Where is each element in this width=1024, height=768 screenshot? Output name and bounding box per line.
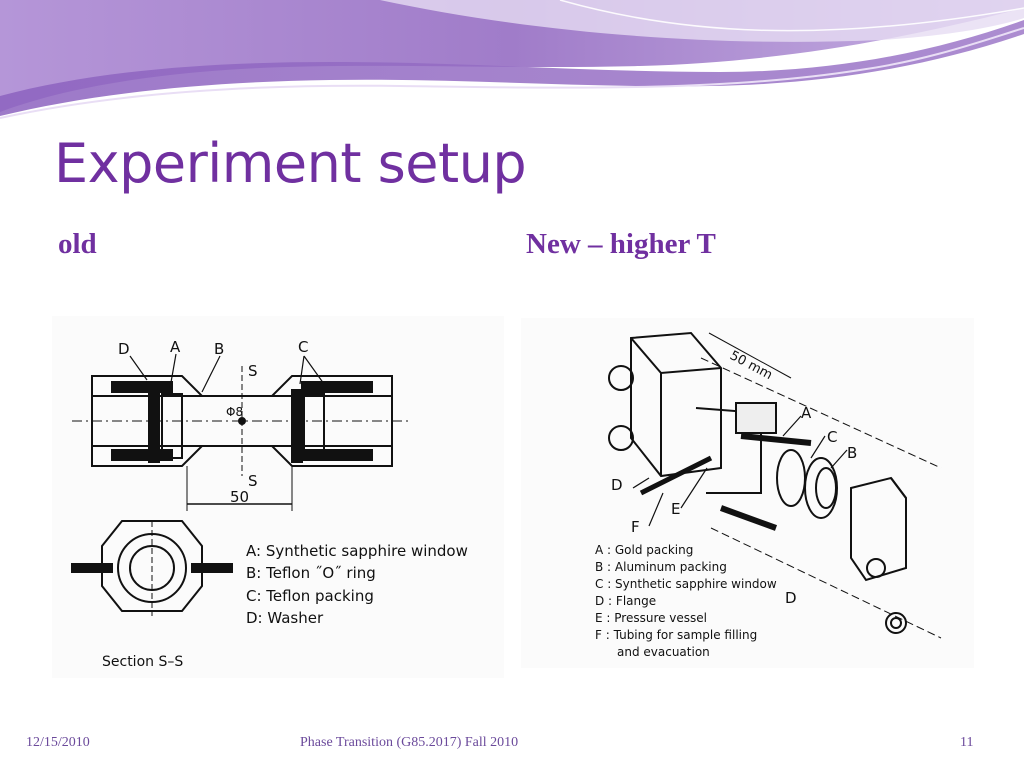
old-section-label: Section S–S bbox=[102, 654, 183, 670]
old-label-s-top: S bbox=[248, 362, 258, 380]
old-legend-line: A: Synthetic sapphire window bbox=[246, 542, 468, 560]
new-legend-line: F : Tubing for sample filling bbox=[595, 628, 757, 642]
old-label-d: D bbox=[118, 340, 130, 358]
new-label-a: A bbox=[801, 404, 812, 422]
new-setup-figure: 50 mm A C B D E F D A : Gold packing B :… bbox=[521, 318, 974, 668]
new-label-dim: 50 mm bbox=[727, 348, 775, 383]
header-wave-banner bbox=[0, 0, 1024, 119]
new-label-c: C bbox=[827, 428, 837, 446]
old-label-s-bottom: S bbox=[248, 472, 258, 490]
footer-page-number: 11 bbox=[960, 735, 974, 750]
old-setup-figure: D A B C S S Φ8 50 A: Synthetic sapphire … bbox=[52, 316, 504, 678]
old-label-b: B bbox=[214, 340, 224, 358]
new-legend-line: A : Gold packing bbox=[595, 543, 693, 557]
new-legend-line: E : Pressure vessel bbox=[595, 611, 707, 625]
new-setup-drawing: 50 mm A C B D E F D A : Gold packing B :… bbox=[595, 331, 942, 659]
new-legend-line: and evacuation bbox=[617, 645, 710, 659]
old-legend-line: B: Teflon ˝O˝ ring bbox=[246, 564, 376, 582]
slide-title: Experiment setup bbox=[54, 132, 527, 195]
old-label-phi: Φ8 bbox=[226, 405, 243, 419]
old-setup-heading: old bbox=[58, 228, 97, 260]
new-label-f: F bbox=[631, 518, 640, 536]
new-legend-line: C : Synthetic sapphire window bbox=[595, 577, 777, 591]
new-setup-heading: New – higher T bbox=[526, 228, 716, 260]
old-legend-line: D: Washer bbox=[246, 609, 324, 627]
new-legend-line: B : Aluminum packing bbox=[595, 560, 727, 574]
old-label-c: C bbox=[298, 338, 308, 356]
old-legend-line: C: Teflon packing bbox=[246, 587, 374, 605]
footer-course: Phase Transition (G85.2017) Fall 2010 bbox=[300, 735, 519, 750]
old-label-dim: 50 bbox=[230, 488, 249, 506]
new-label-d-right: D bbox=[785, 589, 797, 607]
new-legend-line: D : Flange bbox=[595, 594, 656, 608]
new-label-d-left: D bbox=[611, 476, 623, 494]
footer-date: 12/15/2010 bbox=[26, 735, 90, 750]
old-label-a: A bbox=[170, 338, 181, 356]
old-setup-drawing: D A B C S S Φ8 50 A: Synthetic sapphire … bbox=[71, 338, 468, 670]
new-label-b: B bbox=[847, 444, 857, 462]
new-label-e: E bbox=[671, 500, 680, 518]
